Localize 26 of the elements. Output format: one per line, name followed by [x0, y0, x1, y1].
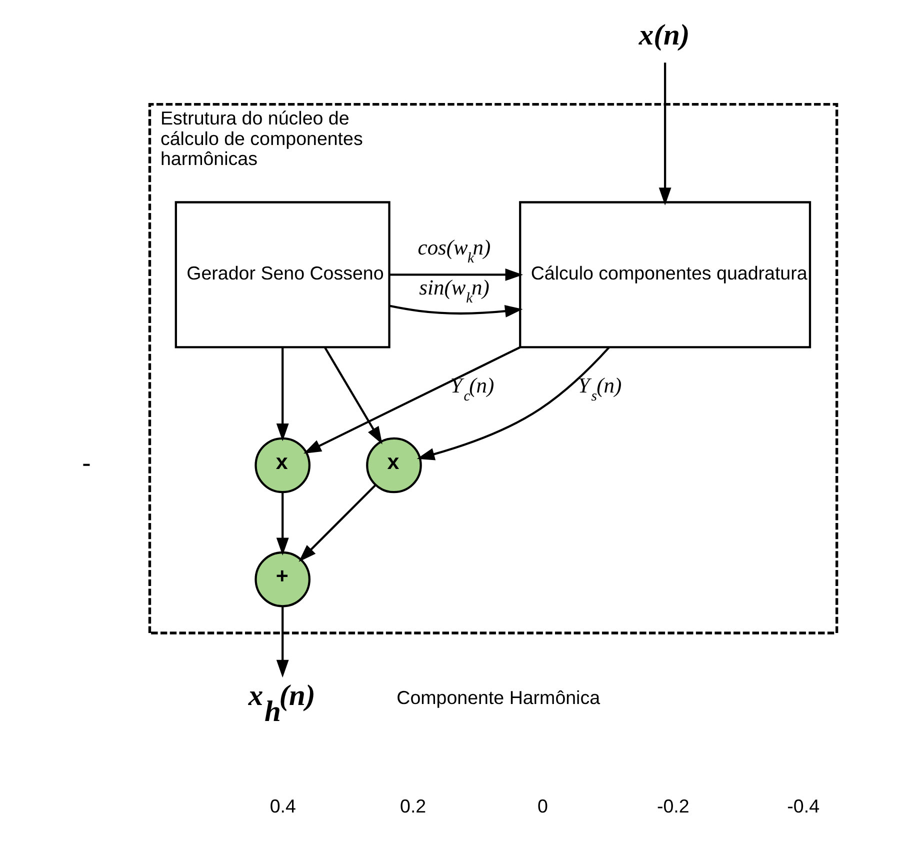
arrow: [390, 268, 524, 280]
label: 0: [538, 794, 548, 816]
label: -0.2: [657, 794, 690, 816]
arrow: [416, 346, 610, 460]
node-circle: x: [254, 436, 310, 493]
label: 0.2: [400, 794, 426, 816]
node-box: Gerador Seno Cosseno: [174, 200, 390, 348]
arrow: [658, 62, 672, 205]
arrow: [304, 346, 520, 454]
label: 0.4: [270, 794, 296, 816]
node-circle: +: [254, 550, 310, 607]
arrow: [324, 346, 382, 444]
label: -0.4: [787, 794, 820, 816]
arrow: [276, 606, 289, 678]
label: -: [82, 447, 91, 478]
edge-label: Y$_{s}$(n): [578, 373, 622, 404]
edge-label: cos(w$_{k}$n): [418, 234, 491, 266]
node-box: Cálculo componentes quadratura: [519, 200, 812, 348]
arrow: [298, 484, 376, 562]
label: Componente Harmônica: [396, 686, 600, 708]
arrow: [276, 347, 289, 441]
edge-label: sin(w$_{k}$n): [419, 275, 490, 306]
arrow: [389, 304, 523, 317]
arrow: [276, 492, 289, 556]
node-text: x(n): [638, 19, 690, 52]
node-circle: x: [366, 436, 422, 493]
